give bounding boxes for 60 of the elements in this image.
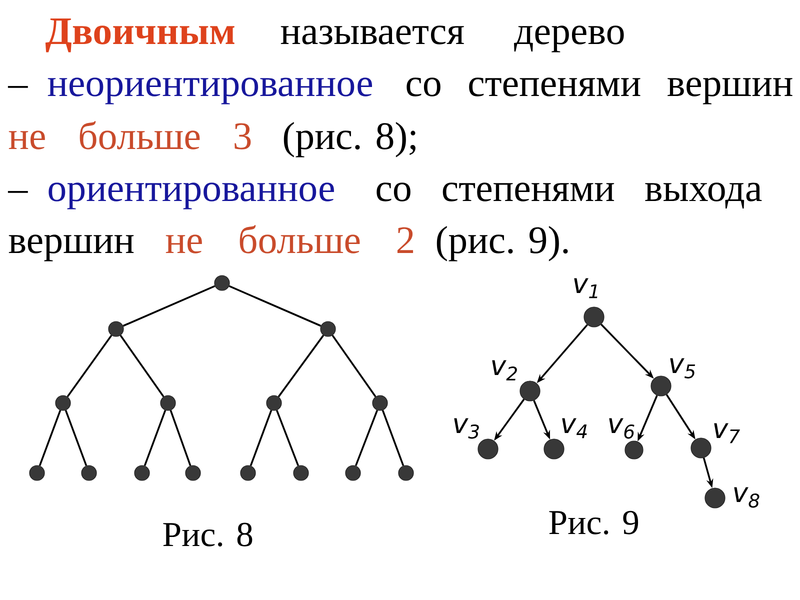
tree-vertex <box>214 275 230 291</box>
tree-edge <box>122 285 216 327</box>
tree-vertex <box>520 380 540 402</box>
tree-edge <box>332 334 376 398</box>
figure-caption: Рис. 8 <box>163 522 252 546</box>
tree-edge <box>120 334 164 398</box>
tree-vertex <box>704 488 726 508</box>
definition-text: (рис. 8); <box>284 122 416 158</box>
tree-vertex <box>293 465 309 481</box>
definition-text: со степенями выхода <box>376 182 762 208</box>
vertex-label: v$_{4}$ <box>562 418 587 438</box>
tree-vertex <box>345 465 361 481</box>
tree-vertex <box>650 376 672 396</box>
tree-edge <box>382 410 404 466</box>
vertex-label: v$_{8}$ <box>734 487 760 508</box>
tree-vertex <box>266 395 282 411</box>
vertex-label: v$_{5}$ <box>670 358 696 378</box>
highlighted-term: неориентированное <box>48 78 372 104</box>
tree-edge <box>250 410 272 466</box>
figure-caption: Рис. 9 <box>549 510 638 534</box>
vertex-label: v$_{2}$ <box>492 360 517 380</box>
definition-text: вершин <box>8 234 134 262</box>
tree-edge <box>228 285 322 327</box>
tree-vertex <box>240 465 256 481</box>
tree-vertex <box>81 465 97 481</box>
tree-vertex <box>398 465 414 481</box>
definition-text: (рис. 9). <box>436 226 568 262</box>
tree-edge <box>64 410 88 466</box>
vertex-label: v$_{1}$ <box>574 278 598 298</box>
tree-vertex <box>185 465 201 481</box>
tree-edge <box>276 410 300 466</box>
tree-edge <box>170 410 192 466</box>
tree-edge <box>354 410 378 466</box>
tree-vertex <box>372 395 388 411</box>
highlighted-term: не больше 3 <box>8 121 251 150</box>
tree-edge <box>144 410 166 466</box>
highlighted-term: Двоичным <box>45 18 234 52</box>
tree-vertex <box>108 321 124 337</box>
tree-vertex <box>624 440 644 460</box>
definition-text: со степенями вершин <box>406 78 792 104</box>
tree-vertex <box>584 306 604 328</box>
vertex-label: v$_{6}$ <box>609 418 634 439</box>
tree-vertex <box>29 465 45 481</box>
tree-vertex <box>544 438 564 460</box>
tree-vertex <box>320 321 336 337</box>
tree-vertex <box>134 465 150 481</box>
list-dash: – <box>8 86 28 88</box>
tree-edge <box>66 334 112 398</box>
tree-vertex <box>690 438 712 458</box>
tree-vertex <box>478 438 498 460</box>
list-dash: – <box>8 190 28 193</box>
highlighted-term: не больше 2 <box>166 225 414 254</box>
highlighted-term: ориентированное <box>48 182 334 210</box>
vertex-label: v$_{7}$ <box>714 423 740 444</box>
tree-edge <box>278 334 324 398</box>
tree-vertex <box>55 395 71 411</box>
definition-text: называется дерево <box>280 26 624 52</box>
vertex-label: v$_{3}$ <box>454 418 479 439</box>
tree-vertex <box>160 395 176 411</box>
tree-edge <box>38 410 62 466</box>
